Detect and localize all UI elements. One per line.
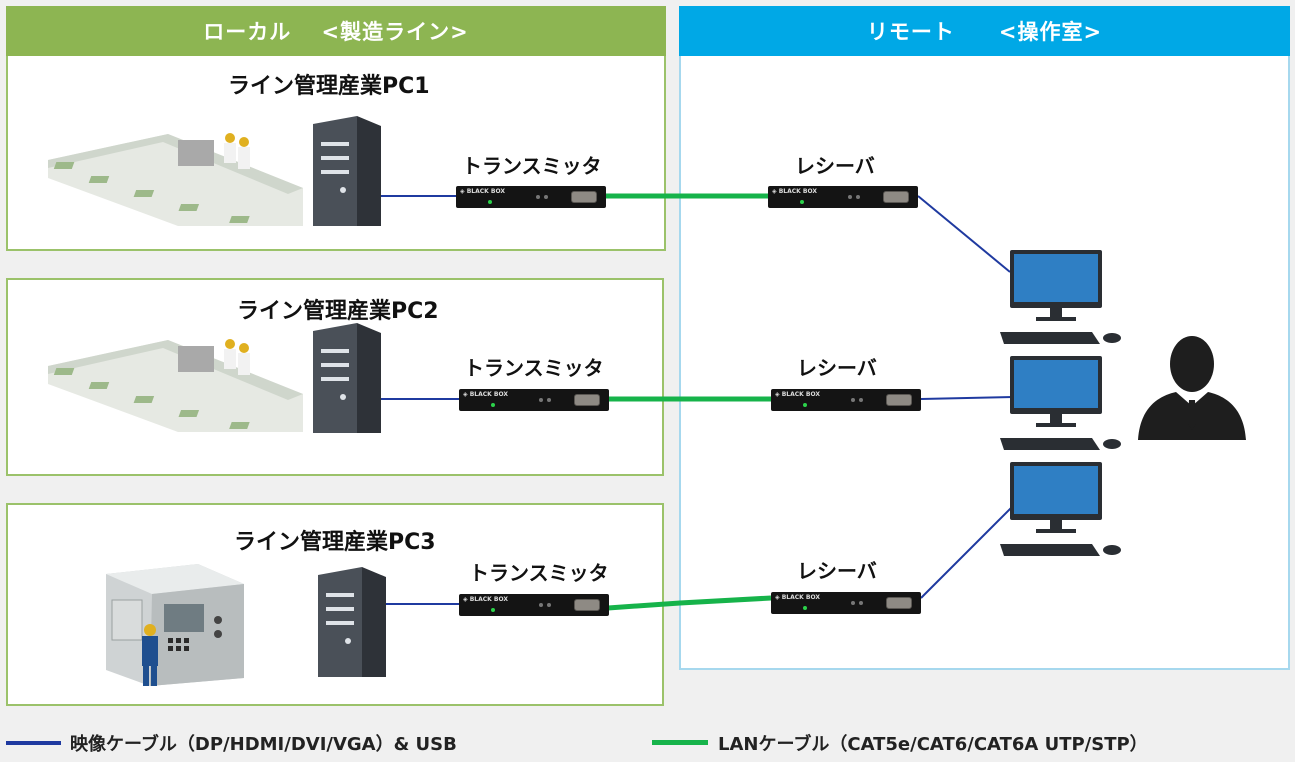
transmitter-label-3: トランスミッタ [469, 561, 609, 585]
brand-label: ◈ BLACK BOX [772, 188, 817, 195]
server-tower-icon-3 [318, 567, 386, 677]
lan-cable-3 [607, 595, 772, 611]
local-header: ローカル <製造ライン> [6, 6, 666, 56]
brand-label: ◈ BLACK BOX [775, 594, 820, 601]
video-cable-recv3 [920, 506, 1013, 599]
legend-lan-label: LANケーブル（CAT5e/CAT6/CAT6A UTP/STP） [718, 734, 1148, 755]
pc-title-1: ライン管理産業PC1 [228, 74, 430, 99]
pc-title-2: ライン管理産業PC2 [237, 299, 439, 324]
monitor-keyboard-icon-1 [1000, 250, 1121, 344]
receiver-label-2: レシーバ [797, 356, 877, 380]
transmitter-device-3: ◈ BLACK BOX [459, 594, 609, 616]
operator-user-icon [1138, 336, 1246, 440]
pc-title-3: ライン管理産業PC3 [234, 530, 436, 555]
server-tower-icon-1 [313, 116, 381, 226]
legend-lan-swatch [652, 740, 708, 745]
brand-label: ◈ BLACK BOX [463, 596, 508, 603]
legend-video-swatch [6, 741, 61, 745]
brand-label: ◈ BLACK BOX [463, 391, 508, 398]
transmitter-device-2: ◈ BLACK BOX [459, 389, 609, 411]
industrial-machine-image [106, 564, 244, 686]
conveyor-image-2 [48, 339, 303, 432]
receiver-label-3: レシーバ [797, 559, 877, 583]
monitor-keyboard-icon-2 [1000, 356, 1121, 450]
video-cable-recv2 [920, 396, 1014, 400]
remote-header: リモート <操作室> [679, 6, 1290, 56]
conveyor-image-1 [48, 133, 303, 226]
brand-label: ◈ BLACK BOX [775, 391, 820, 398]
video-cable-recv1 [917, 195, 1011, 273]
server-tower-icon-2 [313, 323, 381, 433]
transmitter-label-2: トランスミッタ [464, 356, 604, 380]
receiver-label-1: レシーバ [795, 154, 875, 178]
brand-label: ◈ BLACK BOX [460, 188, 505, 195]
receiver-device-3: ◈ BLACK BOX [771, 592, 921, 614]
transmitter-device-1: ◈ BLACK BOX [456, 186, 606, 208]
receiver-device-1: ◈ BLACK BOX [768, 186, 918, 208]
monitor-keyboard-icon-3 [1000, 462, 1121, 556]
legend-video-label: 映像ケーブル（DP/HDMI/DVI/VGA）& USB [70, 734, 457, 755]
receiver-device-2: ◈ BLACK BOX [771, 389, 921, 411]
transmitter-label-1: トランスミッタ [462, 154, 602, 178]
